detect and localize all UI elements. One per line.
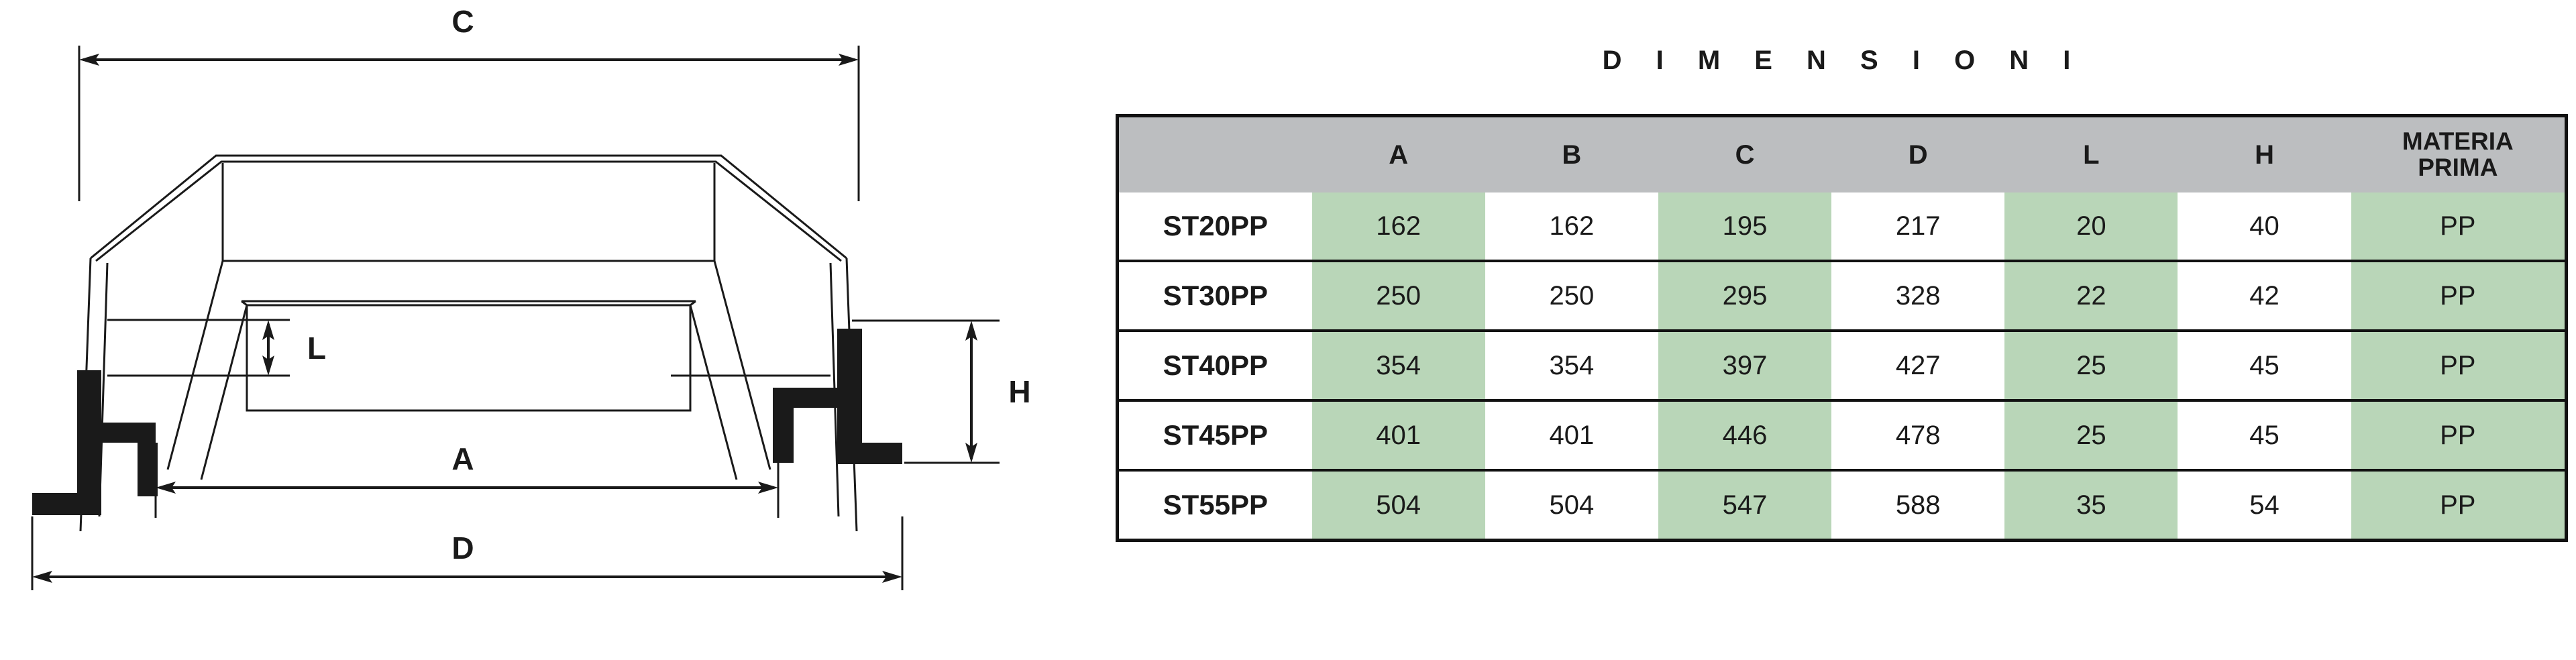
cell-materia-prima: PP [2351,260,2565,331]
cell-l: 25 [2004,329,2178,400]
column-header-d: D [1831,117,2005,192]
dimension-table-container: A B C D L H MATERIA PRIMA ST20PP 162 162 [1116,114,2568,542]
column-header-materia-prima: MATERIA PRIMA [2351,117,2565,192]
dimension-label-a: A [451,441,474,476]
column-header-c: C [1658,117,1832,192]
column-header-a: A [1311,117,1485,192]
cell-h: 45 [2178,399,2351,470]
cell-materia-prima: PP [2351,399,2565,470]
dimension-table: A B C D L H MATERIA PRIMA ST20PP 162 162 [1119,117,2565,539]
cell-h: 40 [2178,192,2351,261]
section-drawing: C [31,4,1031,590]
cell-d: 588 [1831,469,2005,539]
dimension-a: A [154,441,780,518]
cell-c: 547 [1658,469,1832,539]
dimension-label-c: C [451,4,474,39]
column-header-h: H [2178,117,2351,192]
cell-l: 35 [2004,469,2178,539]
cell-materia-prima: PP [2351,329,2565,400]
cell-b: 162 [1485,192,1658,261]
table-panel: D I M E N S I O N I A B C D L H [1110,0,2576,660]
cell-h: 45 [2178,329,2351,400]
cell-c: 397 [1658,329,1832,400]
cell-a: 401 [1311,399,1485,470]
cell-a: 354 [1311,329,1485,400]
left-foot-profile [32,370,158,515]
cell-h: 42 [2178,260,2351,331]
dimension-h: H [852,319,1031,464]
cell-code: ST55PP [1119,469,1312,539]
cell-d: 427 [1831,329,2005,400]
table-row: ST20PP 162 162 195 217 20 40 PP [1119,192,2565,261]
cell-code: ST30PP [1119,260,1312,331]
cell-b: 401 [1485,399,1658,470]
dimension-label-h: H [1008,374,1030,409]
table-header-row: A B C D L H MATERIA PRIMA [1119,117,2565,192]
cell-l: 20 [2004,192,2178,261]
cell-d: 217 [1831,192,2005,261]
dimension-label-d: D [451,531,474,565]
table-row: ST45PP 401 401 446 478 25 45 PP [1119,399,2565,470]
cell-materia-prima: PP [2351,469,2565,539]
cell-a: 162 [1311,192,1485,261]
right-foot-profile [773,329,902,464]
dimension-label-l: L [307,331,326,366]
cell-a: 250 [1311,260,1485,331]
cell-l: 22 [2004,260,2178,331]
dimension-d: D [31,516,904,590]
cell-b: 504 [1485,469,1658,539]
column-header-code [1119,117,1312,192]
cell-a: 504 [1311,469,1485,539]
column-header-b: B [1485,117,1658,192]
cell-c: 295 [1658,260,1832,331]
drawing-panel: C [0,0,1087,660]
cell-l: 25 [2004,399,2178,470]
dimension-c: C [78,4,860,201]
cell-d: 478 [1831,399,2005,470]
cell-b: 354 [1485,329,1658,400]
cell-c: 446 [1658,399,1832,470]
cell-code: ST20PP [1119,192,1312,261]
cell-code: ST45PP [1119,399,1312,470]
column-header-l: L [2004,117,2178,192]
table-title: D I M E N S I O N I [1602,46,2084,75]
cell-c: 195 [1658,192,1832,261]
cell-h: 54 [2178,469,2351,539]
cell-materia-prima: PP [2351,192,2565,261]
cell-b: 250 [1485,260,1658,331]
table-row: ST55PP 504 504 547 588 35 54 PP [1119,469,2565,539]
cell-code: ST40PP [1119,329,1312,400]
dimension-l: L [107,319,326,377]
table-row: ST40PP 354 354 397 427 25 45 PP [1119,329,2565,400]
table-row: ST30PP 250 250 295 328 22 42 PP [1119,260,2565,331]
cell-d: 328 [1831,260,2005,331]
